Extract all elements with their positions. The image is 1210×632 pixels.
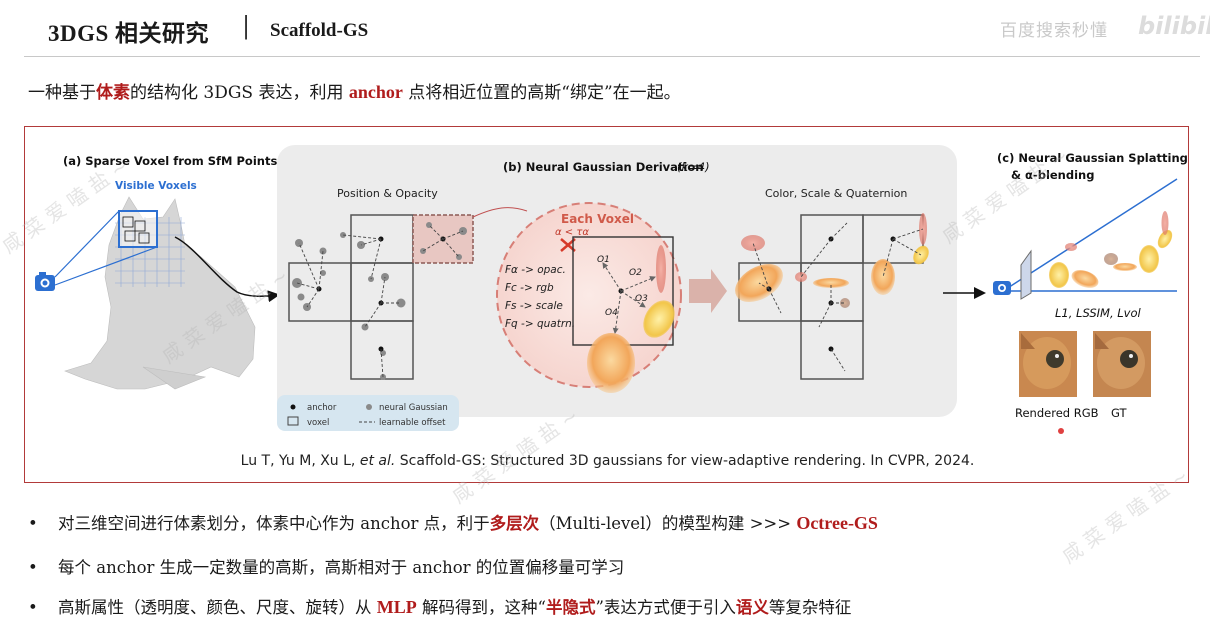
legend-voxel-symbol: [287, 416, 299, 426]
zoomed-offsets: [602, 262, 656, 334]
svg-text:O4: O4: [605, 308, 618, 318]
intro-part3: 点将相近位置的高斯“绑定”在一起。: [402, 83, 681, 103]
camera-icon-c: [993, 281, 1011, 295]
legend-anchor-symbol: [290, 404, 296, 410]
svg-text:Fα -> opac.: Fα -> opac.: [505, 264, 566, 276]
gt-label: GT: [1111, 406, 1128, 420]
legend-gaussian-symbol: [366, 404, 372, 410]
zoom-connector: [472, 207, 528, 218]
camera-icon: [35, 272, 55, 291]
gaussian-large-orange: [587, 333, 635, 393]
svg-text:Fc -> rgb: Fc -> rgb: [505, 282, 554, 294]
header-divider: [24, 56, 1200, 57]
intro-text: 一种基于体素的结构化 3DGS 表达，利用 anchor 点将相近位置的高斯“绑…: [28, 78, 681, 103]
slide-subtitle: Scaffold-GS: [270, 20, 369, 41]
image-plane: [1020, 249, 1032, 300]
intro-part2: 的结构化 3DGS 表达，利用: [130, 83, 349, 103]
intro-highlight-anchor: anchor: [348, 82, 403, 102]
visible-voxels-label: Visible Voxels: [115, 180, 197, 192]
svg-text:Fs -> scale: Fs -> scale: [505, 300, 563, 312]
visible-voxel-box: [118, 210, 158, 248]
legend-voxel: voxel: [307, 418, 329, 428]
bilibili-logo: bilibili: [1138, 12, 1210, 40]
brand-watermark-text: 百度搜索秒懂: [1000, 21, 1108, 41]
panel-a-title: (a) Sparse Voxel from SfM Points: [63, 154, 277, 168]
feature-equations: Fα -> opac. Fc -> rgb Fs -> scale Fq -> …: [505, 264, 575, 330]
slide-header: 3DGS 相关研究 | Scaffold-GS 百度搜索秒懂 bilibili: [0, 0, 1210, 60]
learnable-offsets-right: [752, 222, 924, 372]
bullet-item-mlp-attributes: •高斯属性（透明度、颜色、尺度、旋转）从 MLP 解码得到，这种“半隐式”表达方…: [28, 597, 852, 617]
arrow-a-to-b: [174, 236, 280, 303]
bullet-item-voxel-division: •对三维空间进行体素划分，体素中心作为 anchor 点，利于多层次（Multi…: [28, 513, 878, 533]
svg-text:O1: O1: [597, 255, 610, 265]
panel-c: (c) Neural Gaussian Splatting & α-blendi…: [993, 151, 1188, 434]
splatted-gaussians: [1049, 211, 1173, 288]
laser-pointer-dot: [1058, 428, 1064, 434]
title-separator: |: [242, 12, 251, 40]
gaussian-elongated: [656, 245, 666, 293]
panel-b-k-note: (k=4): [677, 160, 710, 174]
cat-point-cloud: [64, 196, 256, 390]
panel-a: (a) Sparse Voxel from SfM Points Visible…: [35, 154, 280, 390]
svg-text:Fq -> quatrn.: Fq -> quatrn.: [505, 318, 575, 330]
alpha-threshold-label: α < τα: [555, 227, 589, 238]
colored-gaussians-right: [735, 213, 929, 308]
svg-text:O3: O3: [635, 294, 648, 304]
each-voxel-label: Each Voxel: [561, 212, 634, 226]
panel-c-title-line2: & α-blending: [1011, 168, 1094, 182]
bullet-item-anchor-gaussians: •每个 anchor 生成一定数量的高斯，高斯相对于 anchor 的位置偏移量…: [28, 558, 625, 577]
gt-image: [1093, 331, 1151, 397]
figure-frame: (a) Sparse Voxel from SfM Points Visible…: [24, 126, 1189, 483]
intro-highlight-voxel: 体素: [96, 83, 130, 103]
rendered-rgb-label: Rendered RGB: [1015, 406, 1099, 420]
legend-anchor: anchor: [307, 403, 337, 413]
legend-learnable-offset: learnable offset: [379, 418, 446, 428]
svg-text:O2: O2: [629, 268, 642, 278]
color-scale-quaternion-label: Color, Scale & Quaternion: [765, 187, 907, 200]
legend-neural-gaussian: neural Gaussian: [379, 403, 448, 413]
octree-gs-link[interactable]: Octree-GS: [796, 513, 878, 533]
derivation-arrow: [689, 269, 727, 313]
offset-labels: O1 O2 O3 O4: [597, 255, 648, 318]
each-voxel-zoom-circle: [496, 202, 682, 388]
position-opacity-label: Position & Opacity: [337, 187, 438, 200]
scaffold-gs-figure: (a) Sparse Voxel from SfM Points Visible…: [35, 145, 1188, 434]
legend-box: [277, 395, 459, 431]
panel-c-title-line1: (c) Neural Gaussian Splatting: [997, 151, 1188, 165]
intro-part1: 一种基于: [28, 83, 96, 103]
loss-terms: L1, LSSIM, Lvol: [1055, 306, 1142, 320]
voxel-structure-right: [738, 214, 924, 380]
learnable-offsets-left: [296, 224, 464, 378]
panel-b-title: (b) Neural Gaussian Derivation: [503, 160, 703, 174]
slide-title: 3DGS 相关研究: [48, 21, 210, 46]
gaussian-yellow: [643, 300, 675, 338]
figure-citation: Lu T, Yu M, Xu L, et al. Scaffold-GS: St…: [240, 453, 975, 469]
rendered-rgb-image: [1019, 331, 1077, 397]
